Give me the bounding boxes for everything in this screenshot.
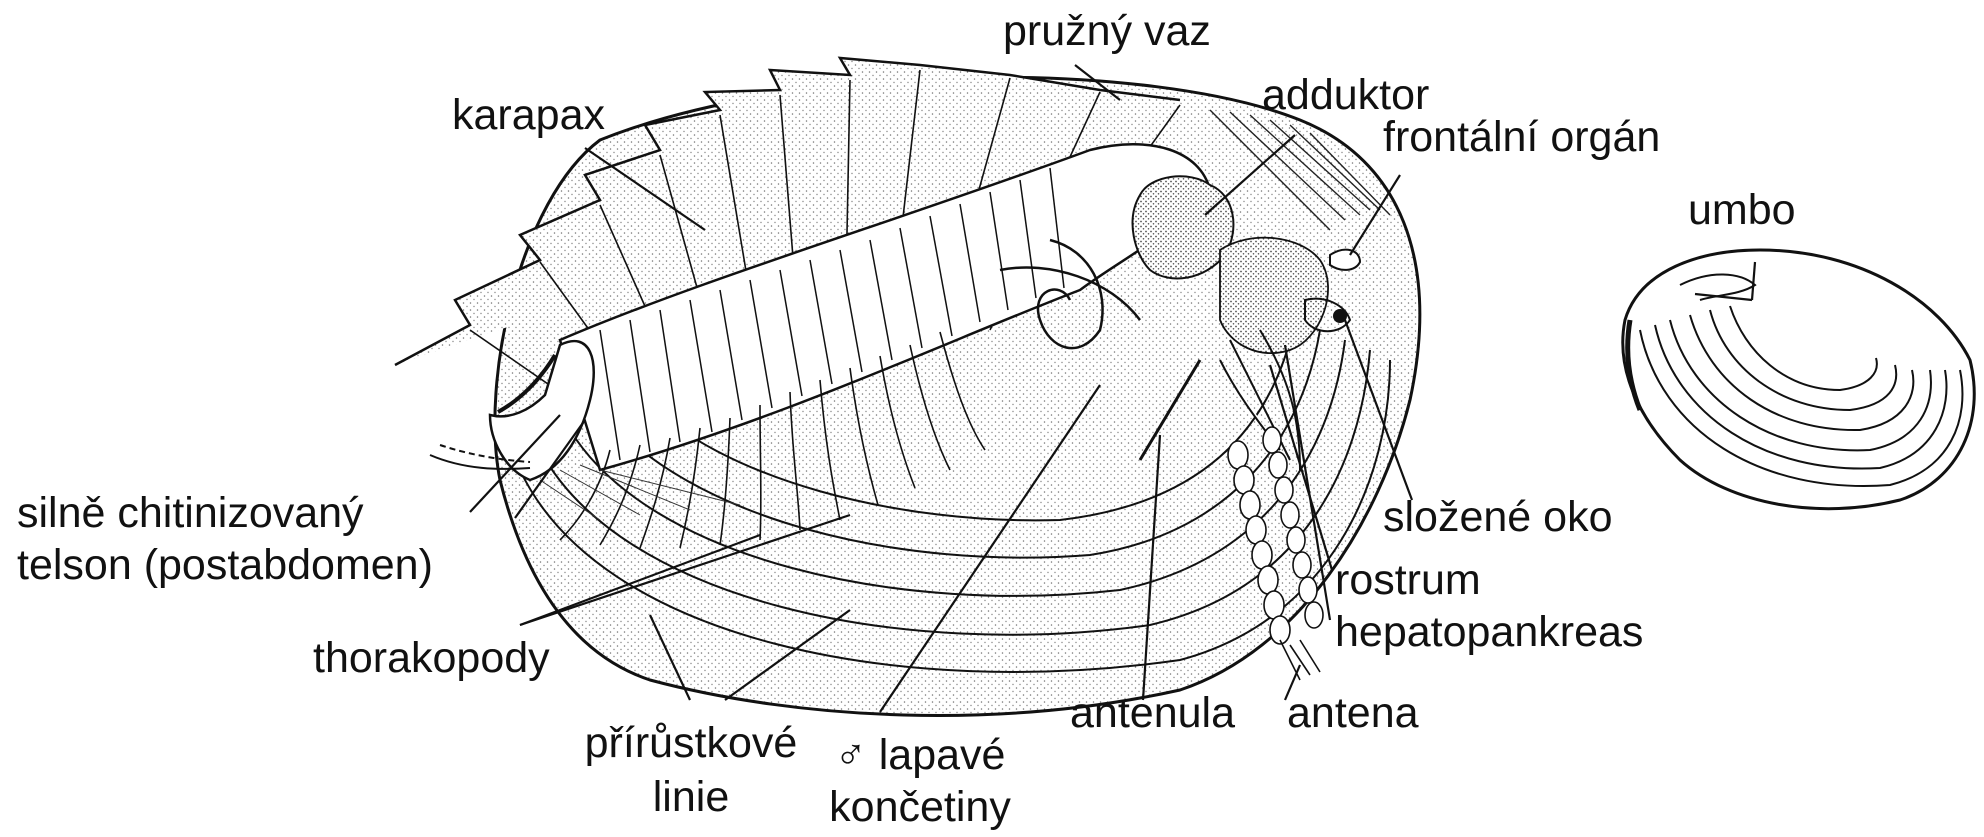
label-lapave-line1: ♂ lapavé (825, 730, 1015, 780)
label-umbo: umbo (1688, 185, 1796, 235)
shell-side-view (1623, 250, 1974, 509)
label-pruzny-vaz: pružný vaz (1003, 6, 1211, 56)
label-telson-line1: silně chitinizovaný (17, 488, 364, 538)
label-antena: antena (1287, 688, 1419, 738)
label-frontalni-organ: frontální orgán (1383, 112, 1660, 162)
label-telson-line2: telson (postabdomen) (17, 540, 433, 590)
label-antenula: antenula (1070, 688, 1235, 738)
label-karapax: karapax (452, 90, 605, 140)
label-slozene-oko: složené oko (1383, 492, 1613, 542)
adductor-muscle (1133, 176, 1234, 278)
label-thorakopody: thorakopody (313, 633, 550, 683)
label-lapave-line2: končetiny (820, 782, 1020, 832)
label-prirustkove-line1: přírůstkové (573, 718, 809, 768)
label-prirustkove-line2: linie (573, 772, 809, 822)
label-hepatopankreas: hepatopankreas (1335, 607, 1643, 657)
label-rostrum: rostrum (1335, 555, 1481, 605)
